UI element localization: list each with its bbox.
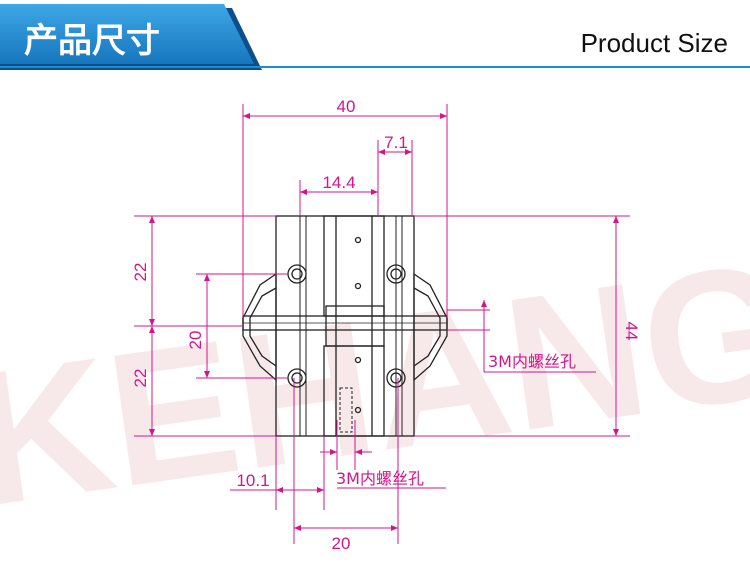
mount-hole-top-right-inner	[390, 268, 402, 280]
mount-hole-bottom-left-inner	[291, 372, 303, 384]
dim-overall-width: 40	[337, 97, 356, 116]
mount-hole-top-left-inner	[291, 268, 303, 280]
callout-thread-hole-bottom: 3M内螺丝孔	[336, 469, 424, 488]
dim-bottom-offset: 10.1	[236, 471, 269, 490]
left-wing-inner	[249, 287, 277, 367]
slot-screw-1	[354, 236, 362, 244]
dim-overall-height: 44	[622, 322, 641, 341]
right-wing-inner	[413, 287, 441, 367]
part-outline	[242, 215, 448, 437]
slot-screw-4	[354, 406, 362, 414]
slot-screw-3	[354, 356, 362, 364]
header-banner: 产品尺寸 Product Size	[0, 4, 750, 70]
center-block	[325, 305, 385, 347]
dim-slot-offset: 7.1	[384, 133, 408, 152]
watermark-text: KEHANG	[0, 222, 750, 547]
dim-hole-horizontal-spacing: 20	[332, 534, 351, 553]
header-title-cn: 产品尺寸	[24, 21, 160, 61]
header-title-en: Product Size	[581, 28, 728, 58]
mount-hole-bottom-right-inner	[390, 372, 402, 384]
mount-hole-top-left	[287, 264, 307, 284]
callout-thread-hole-right: 3M内螺丝孔	[488, 352, 576, 371]
right-wing	[413, 272, 448, 382]
dim-lower-height: 22	[131, 369, 150, 388]
banner-blue-tab	[0, 4, 254, 64]
bottom-thread-hole	[339, 387, 353, 433]
mount-hole-bottom-right	[386, 368, 406, 388]
slot-screw-2	[354, 282, 362, 290]
dim-upper-height: 22	[131, 263, 150, 282]
dim-hole-vertical-spacing: 20	[186, 331, 205, 350]
dimension-lines	[134, 104, 630, 544]
dim-half-width: 14.4	[322, 173, 355, 192]
left-wing	[242, 272, 277, 382]
mount-hole-top-right	[386, 264, 406, 284]
